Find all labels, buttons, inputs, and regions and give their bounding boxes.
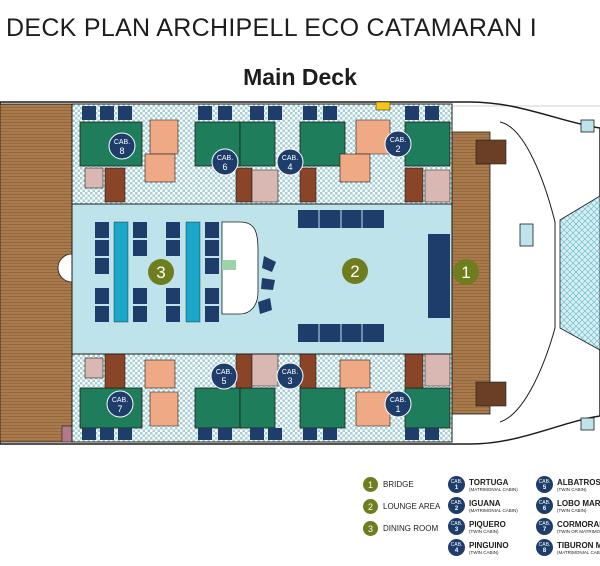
cabin-marker-7-num: 7 bbox=[117, 404, 122, 414]
legend-cabin-3-name: PIQUERO bbox=[469, 519, 506, 529]
cabin-marker-4-prefix: CAB. bbox=[282, 155, 298, 162]
dining-furniture bbox=[95, 221, 219, 323]
legend-cabin-3-badge: CAB. 3 bbox=[448, 518, 465, 535]
cabin-marker-8-num: 8 bbox=[119, 146, 124, 156]
legend-cabin-1-prefix: CAB. bbox=[450, 478, 463, 485]
legend-cabin-6-num: 6 bbox=[542, 505, 547, 512]
zone-marker-3: 3 bbox=[148, 259, 174, 285]
legend-zone-1: 1 BRIDGE bbox=[363, 477, 414, 492]
legend-cabin-8-prefix: CAB. bbox=[538, 541, 551, 548]
cabin-marker-4-num: 4 bbox=[287, 162, 292, 172]
legend-cabin-6: CAB. 6 LOBO MARI (TWIN CABIN) bbox=[536, 497, 600, 514]
cabin-marker-2-prefix: CAB. bbox=[390, 137, 406, 144]
zone-marker-1-label: 1 bbox=[461, 263, 470, 282]
legend-cabin-8-type: (MATRIMONIAL CABIN) bbox=[557, 549, 600, 555]
cabin-marker-6-prefix: CAB. bbox=[217, 155, 233, 162]
zone-marker-1: 1 bbox=[453, 259, 479, 285]
legend-cabin-2-num: 2 bbox=[454, 505, 459, 512]
page-title: DECK PLAN ARCHIPELL ECO CATAMARAN I bbox=[6, 14, 537, 42]
legend-zone-1-name: BRIDGE bbox=[383, 480, 414, 489]
legend-cabin-2-type: (MATRIMONIAL CABIN) bbox=[469, 507, 518, 513]
legend-cabin-5-prefix: CAB. bbox=[538, 478, 551, 485]
cabin-marker-7-prefix: CAB. bbox=[112, 397, 128, 404]
legend-cabin-4: CAB. 4 PINGUINO (TWIN CABIN) bbox=[448, 539, 509, 556]
legend-cabin-1-num: 1 bbox=[454, 484, 459, 491]
cabin-marker-3: CAB. 3 bbox=[276, 362, 304, 390]
zone-marker-2-label: 2 bbox=[350, 262, 359, 281]
legend-zone-2: 2 LOUNGE AREA bbox=[363, 499, 440, 514]
legend-cabin-5-type: (TWIN CABIN) bbox=[557, 486, 587, 492]
legend-zone-3-name: DINING ROOM bbox=[383, 524, 439, 533]
legend-cabin-4-type: (TWIN CABIN) bbox=[469, 549, 499, 555]
legend-cabin-4-name: PINGUINO bbox=[469, 540, 509, 550]
legend-cabin-7-badge: CAB. 7 bbox=[536, 518, 553, 535]
cabin-marker-6-num: 6 bbox=[222, 162, 227, 172]
legend-cabin-2-name: IGUANA bbox=[469, 498, 501, 508]
legend-cabin-1-type: (MATRIMONIAL CABIN) bbox=[469, 486, 518, 492]
cabin-marker-3-num: 3 bbox=[287, 376, 292, 386]
cabin-marker-5: CAB. 5 bbox=[210, 362, 238, 390]
bridge-steps bbox=[475, 139, 507, 407]
upper-cabins bbox=[71, 101, 453, 205]
legend-zone-2-name: LOUNGE AREA bbox=[383, 502, 441, 511]
legend-cabin-5: CAB. 5 ALBATROS (TWIN CABIN) bbox=[536, 476, 600, 493]
legend-cabin-5-name: ALBATROS bbox=[557, 477, 600, 487]
legend-cabin-7-name: CORMORAN bbox=[557, 519, 600, 529]
cabin-marker-3-prefix: CAB. bbox=[282, 369, 298, 376]
cabin-marker-2: CAB. 2 bbox=[384, 130, 412, 158]
legend-cabin-3-prefix: CAB. bbox=[450, 520, 463, 527]
legend-cabin-4-badge: CAB. 4 bbox=[448, 539, 465, 556]
legend-cabin-2-badge: CAB. 2 bbox=[448, 497, 465, 514]
deck-subtitle: Main Deck bbox=[243, 64, 357, 90]
cabin-marker-6: CAB. 6 bbox=[211, 148, 239, 176]
legend-cabin-2-prefix: CAB. bbox=[450, 499, 463, 506]
cabin-marker-8: CAB. 8 bbox=[108, 132, 136, 160]
bar-counter bbox=[221, 221, 276, 315]
legend-cabin-6-badge: CAB. 6 bbox=[536, 497, 553, 514]
legend-cabin-4-prefix: CAB. bbox=[450, 541, 463, 548]
legend-zone-3: 3 DINING ROOM bbox=[363, 521, 438, 536]
legend-cabin-1: CAB. 1 TORTUGA (MATRIMONIAL CABIN) bbox=[448, 476, 518, 493]
lounge-sofas bbox=[298, 210, 450, 342]
cabin-marker-8-prefix: CAB. bbox=[114, 139, 130, 146]
legend-cabin-7-prefix: CAB. bbox=[538, 520, 551, 527]
legend-zone-3-num: 3 bbox=[363, 521, 378, 536]
zone-marker-3-label: 3 bbox=[156, 263, 165, 282]
legend-cabin-8-badge: CAB. 8 bbox=[536, 539, 553, 556]
legend-cabin-7-num: 7 bbox=[542, 526, 547, 533]
cabin-marker-7: CAB. 7 bbox=[106, 390, 134, 418]
legend-cabin-8-num: 8 bbox=[542, 547, 547, 554]
legend-cabin-8-name: TIBURON M bbox=[557, 540, 600, 550]
legend-cabin-5-num: 5 bbox=[542, 484, 547, 491]
legend-cabin-6-prefix: CAB. bbox=[538, 499, 551, 506]
cabin-marker-2-num: 2 bbox=[395, 144, 400, 154]
legend-cabin-1-name: TORTUGA bbox=[469, 477, 509, 487]
zone-marker-2: 2 bbox=[342, 258, 368, 284]
cabin-marker-1-num: 1 bbox=[395, 404, 400, 414]
legend-cabin-3-num: 3 bbox=[454, 526, 459, 533]
legend-cabin-2: CAB. 2 IGUANA (MATRIMONIAL CABIN) bbox=[448, 497, 518, 514]
cabin-marker-1-prefix: CAB. bbox=[390, 397, 406, 404]
legend-cabin-3-type: (TWIN CABIN) bbox=[469, 528, 499, 534]
deck-plan: 3 2 1 CAB. 8 CAB. 6 CAB. 4 CAB. 2 CAB. 7… bbox=[0, 101, 600, 445]
legend-cabin-7-type: (TWIN OR MATRIMONIAL) bbox=[557, 528, 600, 534]
legend-zone-2-num: 2 bbox=[363, 499, 378, 514]
legend-cabin-1-badge: CAB. 1 bbox=[448, 476, 465, 493]
cabin-marker-5-num: 5 bbox=[221, 376, 226, 386]
legend-cabin-3: CAB. 3 PIQUERO (TWIN CABIN) bbox=[448, 518, 506, 535]
legend-cabin-5-badge: CAB. 5 bbox=[536, 476, 553, 493]
legend-cabin-4-num: 4 bbox=[454, 547, 459, 554]
legend-cabin-6-name: LOBO MARI bbox=[557, 498, 600, 508]
cabin-marker-1: CAB. 1 bbox=[384, 390, 412, 418]
legend-cabin-8: CAB. 8 TIBURON M (MATRIMONIAL CABIN) bbox=[536, 539, 600, 556]
cabin-marker-4: CAB. 4 bbox=[276, 148, 304, 176]
legend-zone-1-num: 1 bbox=[363, 477, 378, 492]
legend-cabin-6-type: (TWIN CABIN) bbox=[557, 507, 587, 513]
legend-cabin-7: CAB. 7 CORMORAN (TWIN OR MATRIMONIAL) bbox=[536, 518, 600, 535]
bow-area bbox=[499, 119, 600, 431]
cabin-marker-5-prefix: CAB. bbox=[216, 369, 232, 376]
